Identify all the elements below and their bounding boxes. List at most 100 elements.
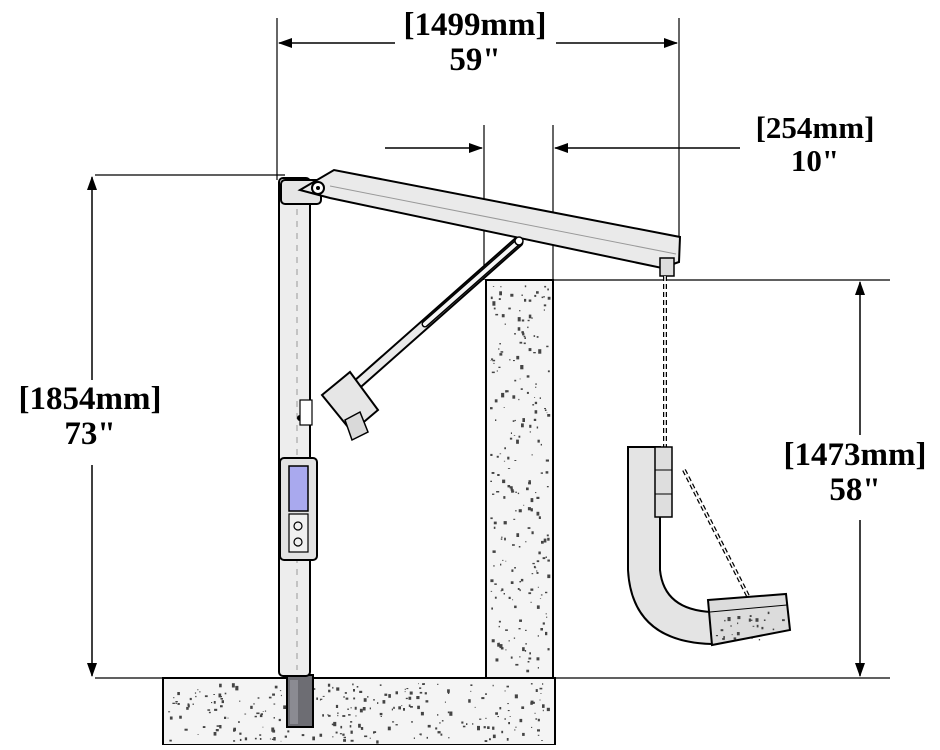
lift-mast xyxy=(278,177,322,677)
concrete-speck xyxy=(195,695,197,698)
concrete-speck xyxy=(440,733,443,736)
concrete-speck xyxy=(533,418,537,421)
concrete-speck xyxy=(239,738,242,741)
concrete-speck xyxy=(508,468,511,469)
concrete-speck xyxy=(322,695,325,697)
concrete-speck xyxy=(509,359,511,361)
concrete-speck xyxy=(360,727,364,730)
concrete-speck xyxy=(733,637,737,640)
concrete-speck xyxy=(510,432,512,434)
concrete-speck xyxy=(426,736,428,739)
concrete-speck xyxy=(767,611,770,615)
concrete-speck xyxy=(262,711,264,712)
concrete-speck xyxy=(513,637,516,639)
concrete-speck xyxy=(423,683,425,685)
concrete-speck xyxy=(322,714,324,717)
concrete-speck xyxy=(227,717,229,719)
concrete-speck xyxy=(510,656,513,659)
concrete-speck xyxy=(756,624,759,628)
concrete-speck xyxy=(352,683,354,686)
concrete-speck xyxy=(422,683,425,685)
concrete-speck xyxy=(532,404,535,406)
concrete-speck xyxy=(731,634,733,636)
concrete-speck xyxy=(507,468,510,469)
concrete-speck xyxy=(538,349,542,354)
concrete-speck xyxy=(271,727,275,732)
concrete-speck xyxy=(547,537,550,541)
concrete-speck xyxy=(521,423,524,428)
mast-height-metric: [1854mm] xyxy=(18,381,162,417)
concrete-speck xyxy=(782,619,785,622)
concrete-speck xyxy=(513,360,515,362)
extension-lines xyxy=(95,18,890,281)
concrete-speck xyxy=(437,731,441,734)
concrete-speck xyxy=(500,351,504,353)
concrete-speck xyxy=(499,353,503,356)
lift-seat xyxy=(627,446,792,647)
concrete-speck xyxy=(519,378,521,380)
concrete-speck xyxy=(425,700,429,703)
concrete-speck xyxy=(219,725,222,729)
concrete-speck xyxy=(369,737,371,739)
concrete-speck xyxy=(536,496,540,499)
concrete-speck xyxy=(512,599,514,601)
concrete-speck xyxy=(537,729,540,732)
concrete-speck xyxy=(420,733,422,736)
concrete-speck xyxy=(758,639,761,641)
concrete-speck xyxy=(541,540,544,544)
concrete-speck xyxy=(539,687,543,690)
concrete-speck xyxy=(405,697,408,700)
concrete-speck xyxy=(197,734,199,735)
concrete-speck xyxy=(491,472,495,474)
concrete-speck xyxy=(343,739,346,742)
concrete-speck xyxy=(367,696,369,698)
concrete-speck xyxy=(218,693,222,698)
concrete-speck xyxy=(527,661,530,663)
concrete-speck xyxy=(213,701,216,704)
concrete-speck xyxy=(491,639,495,643)
concrete-speck xyxy=(213,732,217,736)
concrete-speck xyxy=(544,285,547,288)
concrete-speck xyxy=(448,737,450,739)
concrete-speck xyxy=(420,711,424,716)
concrete-speck xyxy=(437,683,439,685)
concrete-speck xyxy=(493,362,495,364)
concrete-speck xyxy=(499,453,502,455)
concrete-speck xyxy=(347,708,349,710)
concrete-speck xyxy=(527,527,531,529)
concrete-speck xyxy=(532,562,535,565)
concrete-speck xyxy=(536,605,540,609)
concrete-speck xyxy=(447,689,450,693)
concrete-speck xyxy=(531,454,533,456)
concrete-speck xyxy=(393,706,395,709)
concrete-speck xyxy=(492,359,496,362)
concrete-speck xyxy=(328,714,331,717)
concrete-speck xyxy=(537,439,540,443)
concrete-speck xyxy=(542,683,544,685)
concrete-speck xyxy=(493,565,495,567)
concrete-speck xyxy=(507,485,511,488)
concrete-speck xyxy=(466,723,468,725)
concrete-speck xyxy=(253,703,255,705)
concrete-speck xyxy=(369,707,371,710)
concrete-speck xyxy=(319,699,321,701)
concrete-speck xyxy=(541,740,543,741)
concrete-speck xyxy=(343,696,345,698)
concrete-speck xyxy=(535,492,537,494)
concrete-speck xyxy=(528,657,532,660)
concrete-speck xyxy=(512,395,516,399)
concrete-speck xyxy=(535,383,537,385)
concrete-speck xyxy=(254,737,257,740)
concrete-speck xyxy=(514,419,516,422)
concrete-speck xyxy=(269,738,271,740)
concrete-speck xyxy=(498,298,501,300)
concrete-speck xyxy=(723,636,725,639)
concrete-speck xyxy=(187,703,190,706)
concrete-speck xyxy=(526,391,529,394)
concrete-speck xyxy=(353,697,356,700)
concrete-speck xyxy=(540,628,543,631)
concrete-speck xyxy=(509,437,513,440)
concrete-speck xyxy=(514,729,516,731)
concrete-speck xyxy=(221,700,224,704)
